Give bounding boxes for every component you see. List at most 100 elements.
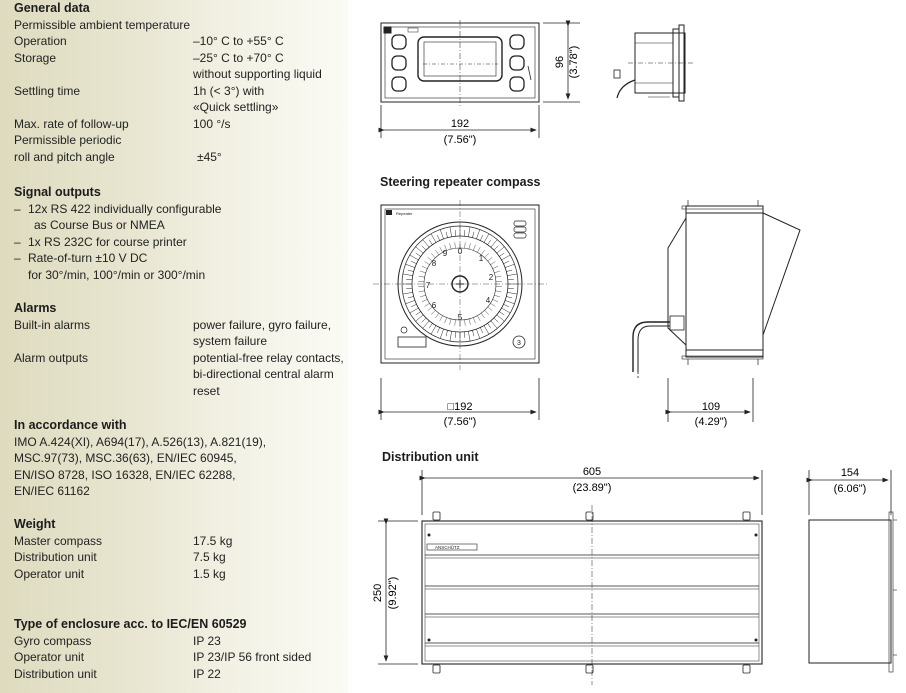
- operator-unit-side: [613, 24, 693, 102]
- followup-row: Max. rate of follow-up 100 °/s: [14, 116, 344, 133]
- settling-value: 1h (< 3°) with: [193, 83, 265, 98]
- enclosure-section: Type of enclosure acc. to IEC/EN 60529 G…: [14, 616, 344, 682]
- periodic-value: ±45°: [197, 149, 222, 164]
- signal-outputs-heading: Signal outputs: [14, 185, 101, 199]
- settling-label: Settling time: [14, 83, 81, 98]
- enclosure-heading: Type of enclosure acc. to IEC/EN 60529: [14, 617, 247, 631]
- dial-tick: [473, 317, 476, 324]
- followup-value: 100 °/s: [193, 116, 231, 131]
- dial-tick: [431, 253, 436, 258]
- general-data-section: General data Permissible ambient tempera…: [14, 0, 344, 165]
- accordance-heading: In accordance with: [14, 418, 127, 432]
- operator-height-inch: (3.78"): [568, 46, 580, 79]
- weight-heading: Weight: [14, 517, 56, 531]
- dial-numbers: 0 1 2 4 5 6 7 8 9: [426, 247, 494, 322]
- distribution-front: [421, 505, 763, 685]
- enclosure-row: Operator unit IP 23/IP 56 front sided: [14, 649, 344, 666]
- operator-width-inch: (7.56"): [444, 134, 477, 146]
- dial-tick: [405, 300, 415, 305]
- dial-tick: [444, 244, 447, 251]
- weight-label: Operator unit: [14, 566, 85, 581]
- ambient-label: Permissible ambient temperature: [14, 17, 191, 32]
- dial-tick: [490, 239, 498, 248]
- enclosure-label: Distribution unit: [14, 666, 97, 681]
- dial-tick: [415, 252, 421, 257]
- dial-tick: [415, 246, 424, 254]
- dial-tick: [449, 331, 452, 342]
- dial-tick: [435, 313, 440, 319]
- dial-inner-ticks: [418, 242, 502, 326]
- dial-tick: [484, 253, 489, 258]
- repeater-depth-inch: (4.29"): [695, 416, 728, 428]
- weight-value: 17.5 kg: [193, 533, 233, 548]
- dial-tick: [487, 239, 492, 245]
- dial-tick: [468, 243, 471, 250]
- periodic-row-2: roll and pitch angle ±45°: [14, 149, 344, 166]
- distribution-width-label: 605: [583, 466, 601, 478]
- dial-tick: [490, 261, 496, 265]
- dial-tick: [439, 315, 443, 321]
- dial-tick: [506, 269, 513, 272]
- dial-tick: [409, 254, 419, 261]
- dial-tick: [407, 296, 414, 299]
- distribution-brand: ANSCHÜTZ: [435, 544, 460, 550]
- dial-tick: [419, 294, 426, 298]
- specification-panel: General data Permissible ambient tempera…: [0, 0, 348, 693]
- signal-item-cont: for 30°/min, 100°/min or 300°/min: [28, 267, 206, 282]
- dial-tick: [490, 303, 496, 307]
- dial-tick: [444, 317, 447, 324]
- dial-tick: [421, 299, 428, 303]
- dial-tick: [501, 307, 511, 314]
- builtin-alarms-value: power failure, gyro failure,: [193, 317, 332, 332]
- dial-tick: [406, 287, 413, 289]
- dial-tick: [455, 331, 457, 338]
- dial-tick: [406, 279, 413, 281]
- dial-tick: [480, 327, 484, 334]
- dial-tick: [439, 247, 443, 253]
- dial-number: 0: [458, 247, 463, 256]
- alarms-section: Alarms Built-in alarms power failure, gy…: [14, 300, 348, 399]
- distribution-depth-label: 154: [841, 467, 859, 479]
- dial-tick: [496, 314, 505, 322]
- dial-tick: [487, 323, 492, 329]
- dial-tick: [402, 292, 413, 295]
- dial-tick: [495, 275, 502, 278]
- dial-tick: [492, 265, 499, 269]
- dial-tick: [422, 239, 430, 248]
- dial-tick: [487, 306, 493, 311]
- weight-row: Operator unit 1.5 kg: [14, 566, 344, 583]
- dial-tick: [492, 299, 499, 303]
- dial-tick: [503, 260, 510, 264]
- operator-unit-front: [380, 20, 540, 106]
- dial-tick: [454, 319, 456, 326]
- dial-tick: [480, 249, 485, 255]
- dial-tick: [428, 323, 433, 329]
- dial-tick: [445, 330, 448, 337]
- dial-tick: [483, 325, 490, 335]
- enclosure-row: Distribution unit IP 22: [14, 666, 344, 683]
- dial-tick: [473, 244, 476, 251]
- periodic-label-2: roll and pitch angle: [14, 149, 115, 164]
- followup-label: Max. rate of follow-up: [14, 116, 129, 131]
- dial-tick: [494, 270, 501, 274]
- dial-tick: [468, 318, 471, 325]
- weight-label: Master compass: [14, 533, 103, 548]
- dial-tick: [499, 252, 505, 257]
- distribution-height-inch: (9.92"): [387, 577, 399, 610]
- dial-tick: [410, 260, 417, 264]
- builtin-alarms-value-2: system failure: [193, 334, 268, 348]
- dial-tick: [493, 245, 499, 251]
- storage-row-2: without supporting liquid: [14, 66, 344, 83]
- dial-tick: [463, 331, 465, 338]
- distribution-depth-inch: (6.06"): [834, 483, 867, 495]
- dial-tick: [455, 230, 457, 237]
- dial-tick: [463, 230, 465, 237]
- accordance-section: In accordance with IMO A.424(XI), A694(1…: [14, 417, 344, 500]
- dial-tick: [507, 279, 514, 281]
- dial-number: 8: [432, 259, 437, 268]
- periodic-label: Permissible periodic: [14, 133, 122, 147]
- repeater-title: Steering repeater compass: [380, 175, 541, 189]
- weight-section: Weight Master compass 17.5 kg Distributi…: [14, 516, 344, 582]
- storage-label: Storage: [14, 50, 57, 65]
- storage-row: Storage –25° C to +70° C: [14, 50, 344, 67]
